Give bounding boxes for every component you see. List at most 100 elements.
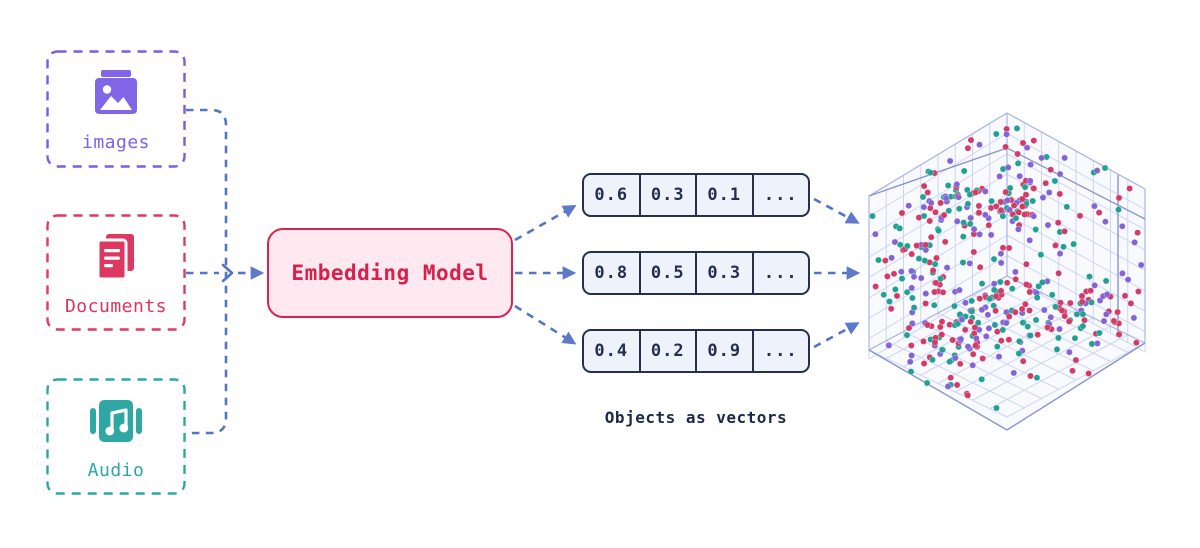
embedding-point	[937, 199, 944, 207]
embedding-point	[1018, 203, 1026, 210]
embedding-point	[990, 280, 998, 288]
embedding-point	[922, 241, 929, 249]
embedding-point	[1088, 340, 1096, 348]
embedding-point	[984, 311, 992, 319]
embedding-point	[1088, 298, 1095, 306]
embedding-point	[1060, 243, 1067, 251]
embedding-point	[995, 353, 1003, 360]
embedding-point	[941, 238, 949, 246]
embedding-point	[1012, 214, 1020, 222]
embedding-point	[1015, 208, 1023, 216]
dashed-border	[46, 214, 186, 331]
embedding-point	[908, 352, 915, 359]
embedding-point	[1118, 269, 1126, 277]
embedding-point	[932, 279, 940, 287]
embedding-point	[1003, 279, 1011, 287]
embedding-point	[1051, 177, 1059, 185]
embedding-point	[1054, 219, 1062, 227]
embedding-point	[1010, 369, 1018, 377]
embedding-point	[1030, 212, 1038, 220]
embedding-point	[1065, 348, 1073, 356]
source-box-documents: Documents	[46, 214, 186, 331]
embedding-point	[1015, 337, 1023, 345]
embedding-point	[882, 257, 889, 264]
embedding-point	[1002, 319, 1010, 327]
embedding-point	[1131, 238, 1138, 246]
embedding-point	[964, 343, 972, 350]
embedding-point	[978, 306, 986, 314]
embedding-point	[961, 326, 969, 334]
embedding-point	[1004, 196, 1012, 204]
embedding-point	[1076, 212, 1084, 220]
embedding-point	[888, 254, 895, 262]
vector-row-2: 0.8 0.5 0.3 ...	[582, 251, 810, 295]
vector-cell: 0.8	[594, 263, 629, 283]
embedding-point	[1134, 288, 1142, 295]
image-icon	[95, 70, 137, 114]
embedding-point	[891, 238, 899, 246]
embedding-point	[1055, 269, 1062, 277]
embedding-point	[1054, 334, 1062, 342]
embedding-point	[893, 292, 901, 300]
embedding-point	[999, 244, 1007, 252]
embedding-point	[964, 200, 972, 208]
embedding-point	[886, 298, 893, 305]
embedding-point	[972, 188, 980, 196]
embedding-point	[896, 241, 904, 249]
embedding-point	[1072, 356, 1080, 364]
embedding-point	[1053, 345, 1061, 353]
embedding-point	[993, 343, 1001, 350]
embedding-point	[1137, 261, 1145, 269]
vector-space-3d-plot	[868, 112, 1146, 431]
embedding-point	[1085, 370, 1092, 377]
embedding-point	[960, 167, 968, 175]
embedding-point	[1132, 339, 1140, 347]
embedding-point	[1071, 334, 1079, 342]
embedding-point	[944, 182, 952, 189]
embedding-point	[955, 193, 962, 201]
embedding-point	[959, 233, 967, 240]
embedding-point	[1102, 277, 1110, 285]
embedding-point	[885, 341, 893, 349]
embedding-point	[1022, 191, 1030, 199]
embedding-point	[939, 288, 947, 296]
embedding-point	[951, 302, 958, 310]
embedding-point	[940, 211, 948, 219]
embedding-point	[1114, 308, 1121, 316]
embedding-point	[997, 337, 1005, 345]
embedding-point	[1130, 314, 1138, 322]
embedding-point	[1061, 227, 1068, 235]
embedding-point	[1005, 336, 1013, 344]
embedding-point	[1030, 185, 1038, 192]
embedding-point	[1035, 282, 1042, 290]
embedding-point	[896, 224, 904, 232]
embedding-point	[917, 274, 925, 282]
embedding-point	[1027, 372, 1034, 380]
embedding-point	[1042, 179, 1050, 187]
embedding-point	[920, 337, 927, 345]
embedding-point	[926, 204, 934, 212]
embedding-point	[1015, 350, 1023, 357]
embedding-point	[1033, 374, 1041, 382]
embedding-point	[1040, 306, 1048, 314]
embedding-point	[968, 307, 976, 315]
embedding-point	[903, 288, 911, 296]
embedding-point	[1026, 177, 1034, 185]
model-to-vector1-arrow	[514, 204, 577, 242]
embedding-point	[964, 391, 972, 399]
embedding-point	[966, 191, 974, 198]
embedding-point	[996, 278, 1004, 286]
embedding-point	[997, 206, 1005, 214]
vector-cell: 0.4	[594, 341, 629, 361]
embedding-point	[992, 203, 1000, 210]
embedding-point	[915, 214, 923, 221]
embedding-point	[1070, 240, 1077, 248]
embedding-point	[1030, 137, 1038, 144]
embedding-point	[1038, 154, 1045, 162]
embedding-point	[922, 300, 929, 307]
embedding-point	[1023, 144, 1031, 152]
vector-row-3: 0.4 0.2 0.9 ...	[582, 329, 810, 373]
embedding-point	[955, 205, 963, 213]
vector-cell: 0.3	[695, 253, 752, 293]
